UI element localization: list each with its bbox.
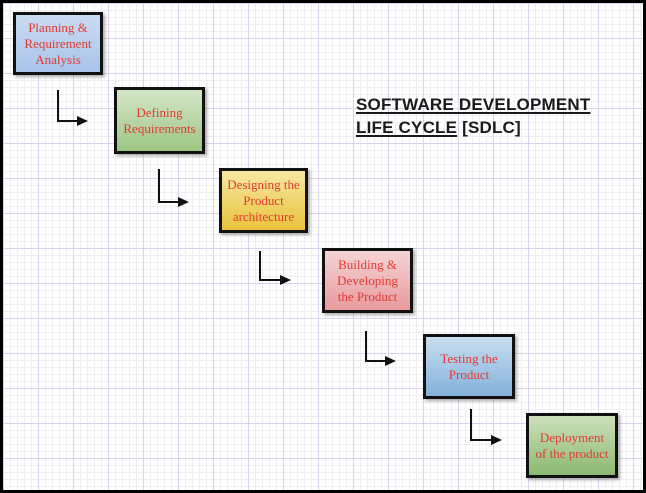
flow-node-designing: Designing the Product architecture	[219, 168, 308, 233]
arrow-head-icon	[77, 116, 88, 126]
arrow-vertical-segment	[158, 169, 160, 203]
node-label: Testing the Product	[440, 350, 498, 382]
flow-node-building: Building & Developing the Product	[322, 248, 413, 313]
node-label: Deployment of the product	[535, 429, 609, 461]
arrow-vertical-segment	[259, 251, 261, 281]
flow-node-testing: Testing the Product	[423, 334, 515, 399]
node-label: Designing the Product architecture	[227, 176, 300, 224]
node-label: Defining Requirements	[123, 104, 196, 136]
flow-node-planning: Planning & Requirement Analysis	[13, 12, 103, 75]
arrow-head-icon	[178, 197, 189, 207]
node-label: Building & Developing the Product	[337, 256, 398, 304]
diagram-title: SOFTWARE DEVELOPMENT LIFE CYCLE [SDLC]	[356, 93, 590, 139]
arrow-horizontal-segment	[57, 120, 78, 122]
diagram-title-line2: LIFE CYCLE [SDLC]	[356, 118, 521, 137]
flow-node-deployment: Deployment of the product	[526, 413, 618, 478]
arrow-horizontal-segment	[158, 201, 179, 203]
arrow-horizontal-segment	[259, 279, 280, 281]
arrow-vertical-segment	[470, 409, 472, 441]
arrow-head-icon	[491, 435, 502, 445]
arrow-head-icon	[280, 275, 291, 285]
arrow-vertical-segment	[57, 90, 59, 122]
arrow-horizontal-segment	[365, 360, 385, 362]
arrow-vertical-segment	[365, 331, 367, 362]
node-label: Planning & Requirement Analysis	[24, 19, 92, 67]
arrow-head-icon	[385, 356, 396, 366]
diagram-title-line1: SOFTWARE DEVELOPMENT	[356, 95, 591, 114]
flow-node-defining: Defining Requirements	[114, 87, 205, 154]
arrow-horizontal-segment	[470, 439, 491, 441]
